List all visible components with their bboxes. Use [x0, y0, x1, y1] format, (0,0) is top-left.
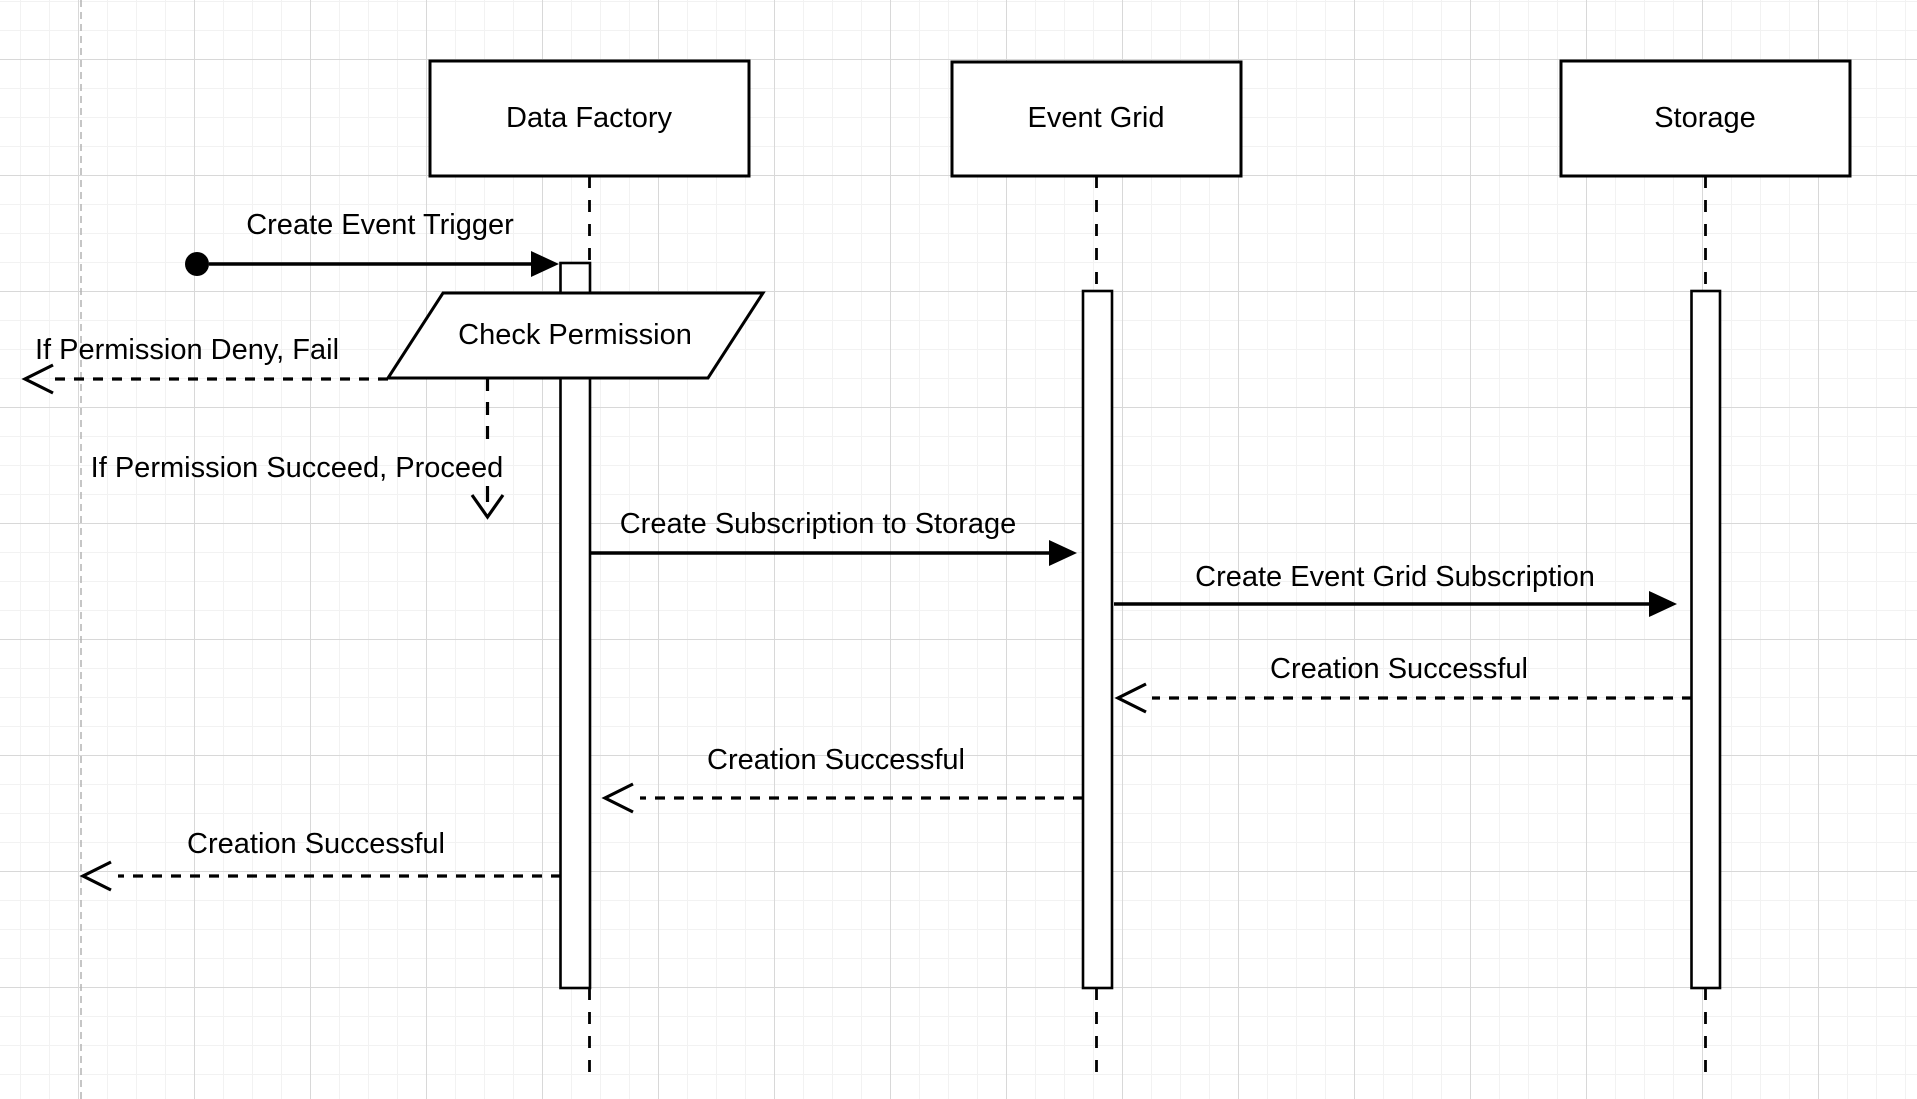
actor-label-event-grid[interactable]: Event Grid: [1027, 102, 1165, 135]
filled-arrowhead: [1649, 591, 1677, 617]
actor-label-data-factory[interactable]: Data Factory: [506, 102, 672, 135]
message-permission-succeed[interactable]: [470, 378, 505, 520]
message-label-create-event-trigger[interactable]: Create Event Trigger: [246, 209, 514, 242]
actor-label-storage[interactable]: Storage: [1654, 102, 1756, 135]
activation-bar-event-grid[interactable]: [1081, 289, 1114, 990]
open-arrowhead: [1114, 682, 1147, 714]
message-create-event-grid-subscription[interactable]: [1114, 591, 1677, 617]
open-arrowhead: [79, 860, 112, 892]
message-creation-successful-1[interactable]: [1114, 682, 1692, 714]
message-label-permission-deny[interactable]: If Permission Deny, Fail: [34, 334, 340, 367]
message-label-creation-successful-1[interactable]: Creation Successful: [1270, 653, 1528, 686]
activation-bar-data-factory[interactable]: [559, 261, 592, 990]
actor-box-event-grid[interactable]: [950, 60, 1243, 178]
message-label-create-subscription[interactable]: Create Subscription to Storage: [619, 508, 1017, 541]
message-create-subscription[interactable]: [590, 540, 1077, 566]
check-permission-shape[interactable]: [385, 291, 766, 380]
actor-box-storage[interactable]: [1559, 59, 1852, 178]
filled-arrowhead: [1049, 540, 1077, 566]
start-circle[interactable]: [185, 252, 209, 276]
open-arrowhead: [21, 363, 54, 395]
actor-box-data-factory[interactable]: [428, 59, 751, 178]
message-permission-deny[interactable]: [21, 363, 388, 395]
message-create-event-trigger[interactable]: [185, 251, 559, 277]
message-creation-successful-2[interactable]: [601, 782, 1083, 814]
open-arrowhead: [601, 782, 634, 814]
message-creation-successful-3[interactable]: [79, 860, 561, 892]
message-label-create-event-grid-subscription[interactable]: Create Event Grid Subscription: [1195, 561, 1595, 594]
message-label-creation-successful-3[interactable]: Creation Successful: [187, 828, 445, 861]
open-arrowhead-down: [470, 494, 505, 520]
message-label-creation-successful-2[interactable]: Creation Successful: [707, 744, 965, 777]
message-label-permission-succeed[interactable]: If Permission Succeed, Proceed: [90, 452, 504, 485]
filled-arrowhead: [531, 251, 559, 277]
check-permission-label[interactable]: Check Permission: [458, 319, 692, 352]
activation-bar-storage[interactable]: [1690, 289, 1722, 990]
